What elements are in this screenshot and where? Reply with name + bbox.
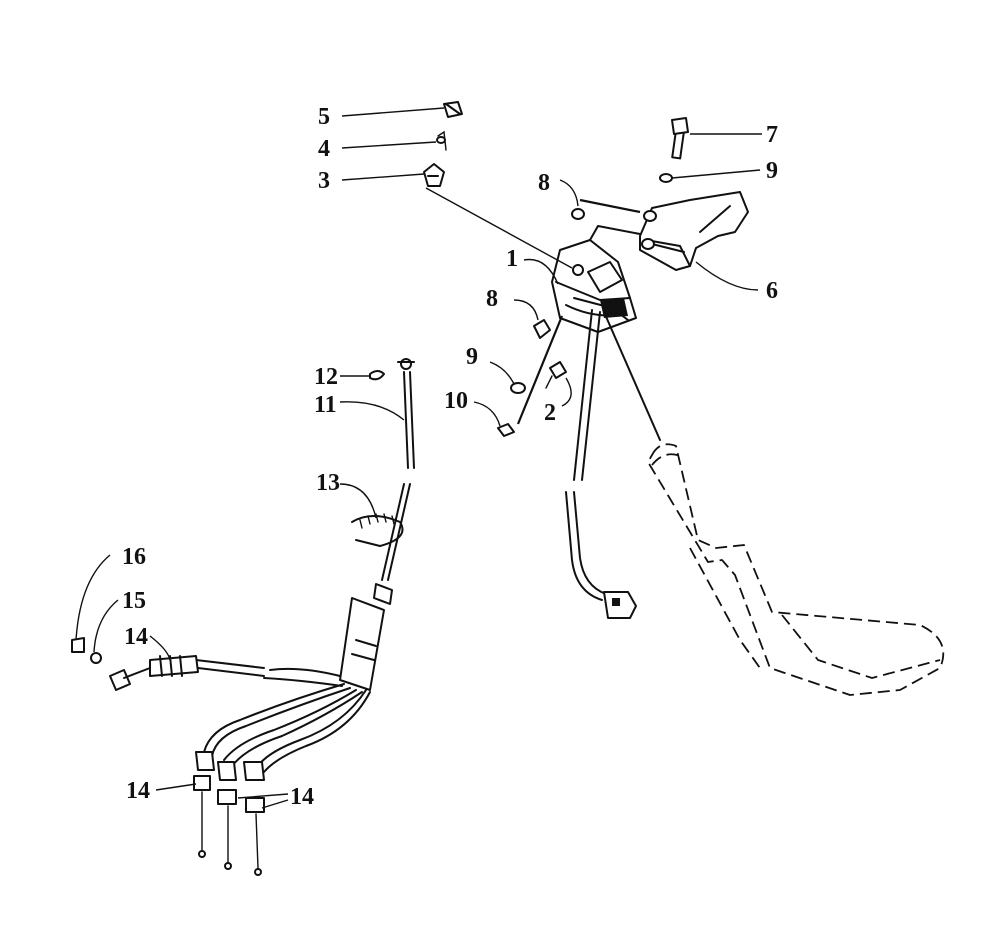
callout-3: 3	[318, 168, 330, 194]
callout-10: 10	[444, 388, 468, 414]
callout-1: 1	[506, 246, 518, 272]
throttle-lever	[639, 191, 749, 271]
callout-13: 13	[316, 470, 340, 496]
small-fasteners	[497, 208, 585, 437]
leader-lines	[75, 107, 762, 809]
callout-15: 15	[122, 588, 146, 614]
callout-11: 11	[314, 392, 337, 418]
switch-hardware	[423, 101, 463, 187]
throttle-housing	[551, 225, 641, 333]
callout-14-bottom-right: 14	[290, 784, 314, 810]
callout-9-upper: 9	[766, 158, 778, 184]
callout-8-lower: 8	[486, 286, 498, 312]
callout-9-lower: 9	[466, 344, 478, 370]
callout-12: 12	[314, 364, 338, 390]
callout-6: 6	[766, 278, 778, 304]
callout-5: 5	[318, 104, 330, 130]
pivot-pin	[641, 117, 689, 250]
callout-14-bottom-left: 14	[126, 778, 150, 804]
handlebar-phantom	[647, 443, 945, 696]
callout-8-top: 8	[538, 170, 550, 196]
callout-4: 4	[318, 136, 330, 162]
callout-7: 7	[766, 122, 778, 148]
cable-assembly	[71, 358, 415, 876]
switch-wire	[565, 309, 661, 619]
callout-14-left: 14	[124, 624, 148, 650]
callout-2: 2	[544, 400, 556, 426]
callout-16: 16	[122, 544, 146, 570]
callout-labels: 1 2 3 4 5 6 7 8 8 9 9 10 11 12 13 14 14 …	[122, 104, 778, 810]
